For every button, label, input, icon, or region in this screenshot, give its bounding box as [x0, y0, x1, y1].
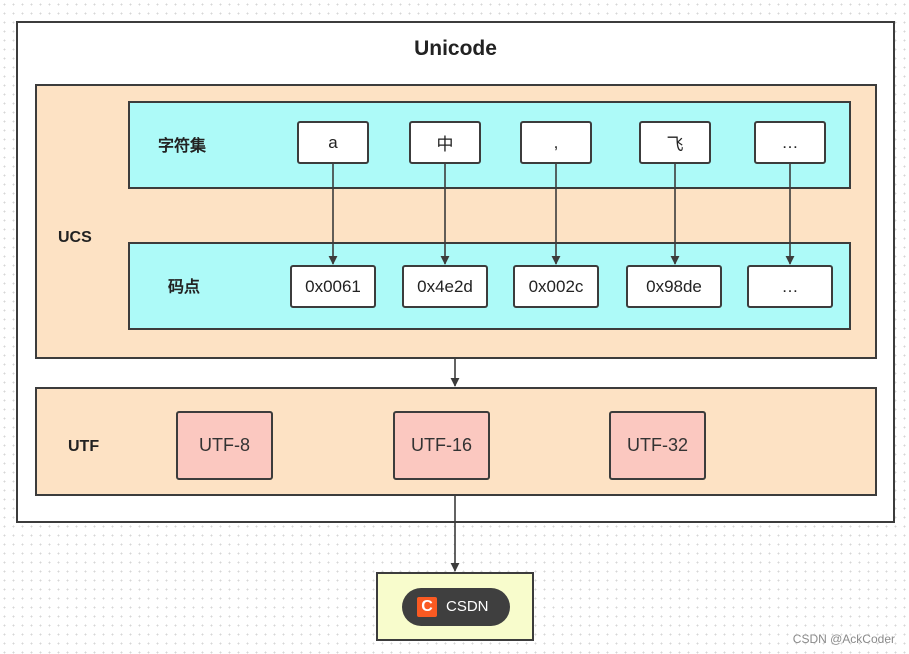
codepoint-box: …: [747, 265, 833, 308]
csdn-logo-icon: C: [417, 597, 437, 617]
csdn-badge-text: CSDN: [446, 598, 489, 615]
codepoint-label: 码点: [168, 279, 201, 296]
watermark: CSDN @AckCoder: [792, 632, 895, 646]
utf-encoding-box: UTF-16: [393, 411, 490, 480]
charset-label: 字符集: [158, 138, 207, 155]
utf-encoding-box: UTF-8: [176, 411, 273, 480]
charset-row: [128, 101, 851, 189]
char-box: a: [297, 121, 369, 164]
char-box: 中: [409, 121, 481, 164]
utf-encoding-box: UTF-32: [609, 411, 706, 480]
utf-label: UTF: [68, 438, 100, 455]
diagram-title: Unicode: [414, 37, 497, 60]
codepoint-box: 0x0061: [290, 265, 376, 308]
codepoint-box: 0x4e2d: [402, 265, 488, 308]
codepoint-row: [128, 242, 851, 330]
char-box: ,: [520, 121, 592, 164]
char-box: 飞: [639, 121, 711, 164]
char-box: …: [754, 121, 826, 164]
codepoint-box: 0x98de: [626, 265, 722, 308]
codepoint-box: 0x002c: [513, 265, 599, 308]
ucs-label: UCS: [58, 229, 92, 246]
